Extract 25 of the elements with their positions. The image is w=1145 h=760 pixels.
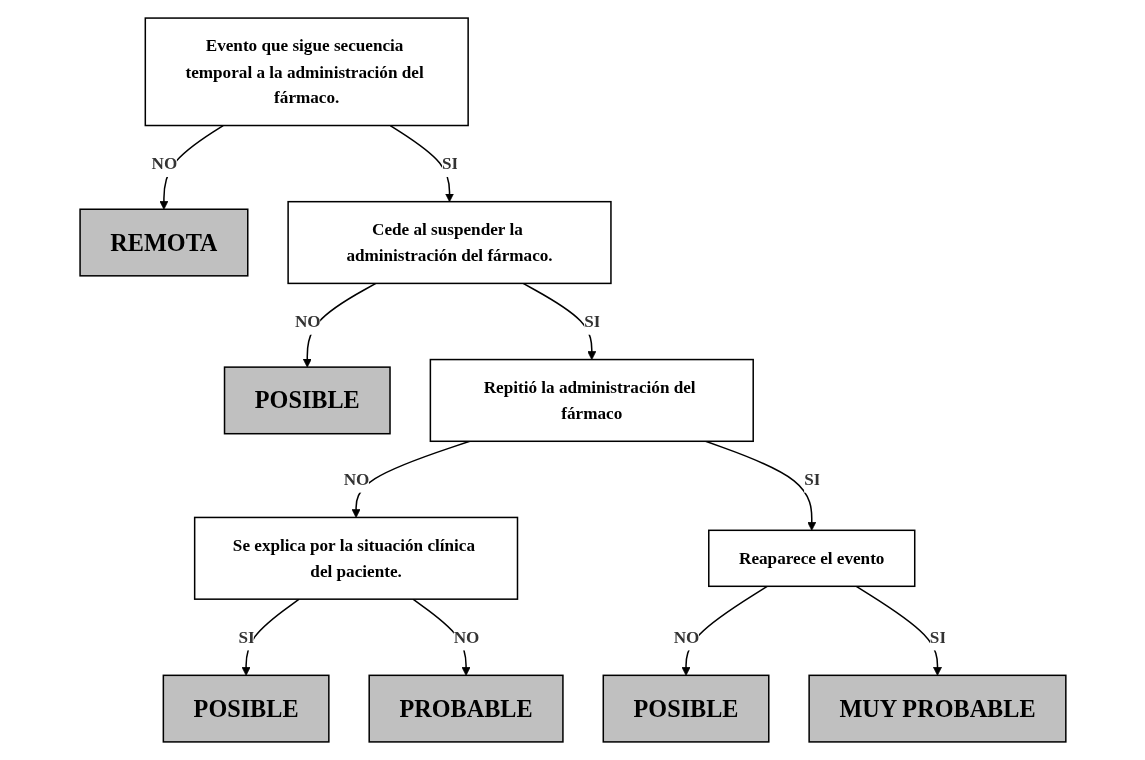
edge-label: SI <box>803 469 820 489</box>
edge-label: NO <box>673 627 699 647</box>
node-box: POSIBLE <box>602 674 770 743</box>
edge-label: SI <box>441 153 458 173</box>
edge-label: NO <box>294 311 321 331</box>
node-box: POSIBLE <box>162 674 330 743</box>
arrow <box>389 124 454 203</box>
node-box: Reaparece el evento <box>707 529 916 588</box>
edge-label: SI <box>929 627 946 647</box>
node-box: Cede al suspender la administración del fármaco. <box>286 200 612 285</box>
arrow <box>855 585 942 676</box>
edge-label: SI <box>238 627 255 647</box>
edge-label: SI <box>583 311 600 331</box>
node-box: Repitió la administración del fármaco <box>429 358 754 443</box>
node-box: PROBABLE <box>368 674 564 743</box>
node-box: POSIBLE <box>223 366 391 435</box>
arrow <box>241 598 300 676</box>
node-box: MUY PROBABLE <box>807 674 1067 743</box>
arrow <box>521 282 596 360</box>
edge-label: NO <box>343 469 369 489</box>
node-box: Evento que sigue secuencia temporal a la administración del fármaco. <box>144 17 469 127</box>
node-box: REMOTA <box>78 208 249 277</box>
node-box: Se explica por la situación clínica del paciente. <box>193 516 518 600</box>
edge-label: NO <box>151 153 177 173</box>
edge-label: NO <box>453 627 479 647</box>
